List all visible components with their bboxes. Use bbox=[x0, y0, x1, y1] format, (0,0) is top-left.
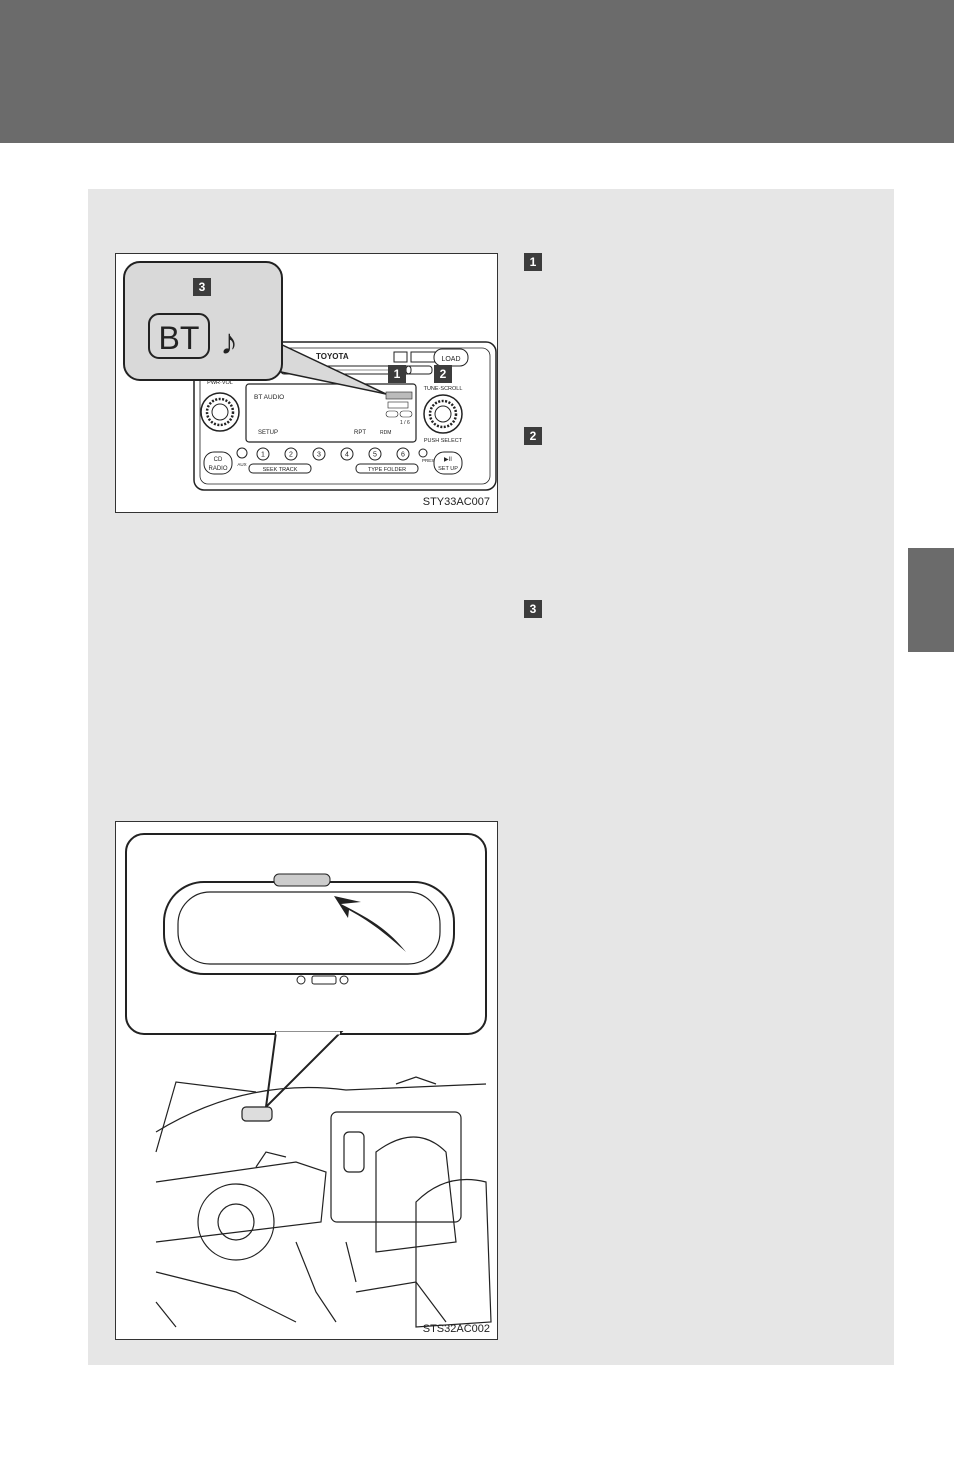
figure-badge-2: 2 bbox=[434, 365, 452, 383]
display-rdm: RDM bbox=[380, 430, 391, 436]
svg-text:▶II: ▶II bbox=[444, 457, 452, 463]
interior-sketch bbox=[155, 1076, 492, 1328]
display-line2: SETUP bbox=[258, 430, 278, 436]
preset-1: 1 bbox=[261, 452, 265, 459]
legend-badge-3: 3 bbox=[524, 600, 542, 618]
chapter-side-tab bbox=[908, 548, 954, 652]
setup-label: SET UP bbox=[438, 466, 458, 472]
push-select-label: PUSH SELECT bbox=[424, 438, 463, 444]
preset-buttons: 1 2 3 4 5 6 bbox=[256, 447, 410, 461]
tune-scroll-label: TUNE·SCROLL bbox=[424, 386, 463, 392]
preset-2: 2 bbox=[289, 452, 293, 459]
legend-badge-1: 1 bbox=[524, 253, 542, 271]
preset-4: 4 bbox=[345, 452, 349, 459]
display-track: 1 / 6 bbox=[400, 420, 410, 426]
aux-label: AUX bbox=[237, 462, 246, 467]
mirror-interior-illustration bbox=[125, 833, 492, 1328]
audio-unit-illustration: LOAD BT AUDIO SETUP 1 / 6 RPT RDM PWR·VO… bbox=[123, 261, 497, 491]
preset-label: PRESET bbox=[422, 458, 440, 463]
figure-badge-1: 1 bbox=[388, 365, 406, 383]
preset-3: 3 bbox=[317, 452, 321, 459]
audio-unit-figure: LOAD BT AUDIO SETUP 1 / 6 RPT RDM PWR·VO… bbox=[115, 253, 498, 513]
load-label: LOAD bbox=[441, 356, 460, 363]
pwr-vol-label: PWR·VOL bbox=[207, 380, 233, 386]
seek-track-label: SEEK TRACK bbox=[263, 467, 298, 473]
display-line1: BT AUDIO bbox=[254, 394, 284, 401]
brand-label: TOYOTA bbox=[316, 352, 349, 361]
preset-5: 5 bbox=[373, 452, 377, 459]
cd-label: CD bbox=[214, 457, 223, 463]
radio-label: RADIO bbox=[208, 466, 227, 472]
type-folder-label: TYPE FOLDER bbox=[368, 467, 406, 473]
legend-badge-2: 2 bbox=[524, 427, 542, 445]
preset-6: 6 bbox=[401, 452, 405, 459]
mirror-interior-figure: STS32AC002 bbox=[115, 821, 498, 1340]
figure-code: STS32AC002 bbox=[422, 1323, 490, 1335]
music-note-icon: ♪ bbox=[220, 321, 238, 362]
display-rpt: RPT bbox=[354, 430, 366, 436]
bt-icon-label: BT bbox=[159, 320, 200, 356]
header-band bbox=[0, 0, 954, 143]
figure-code: STY33AC007 bbox=[422, 496, 490, 508]
callout-badge: 3 bbox=[193, 278, 211, 296]
